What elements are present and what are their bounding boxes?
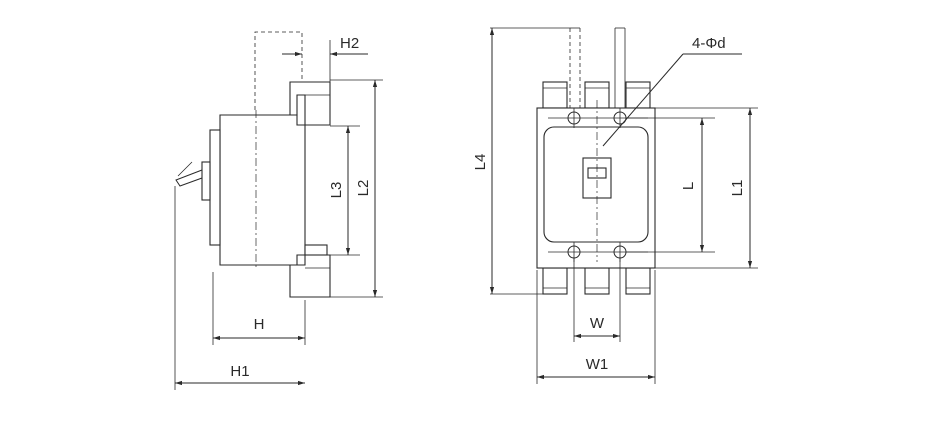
front-top-terminal-1	[542, 81, 568, 109]
side-handle-hidden-outline	[254, 31, 303, 110]
hole-leader-line	[602, 53, 684, 147]
front-bottom-terminal-3	[625, 267, 651, 295]
front-view: 4-Φd L4 L L1 W W1	[472, 27, 758, 384]
side-handle-base	[201, 161, 211, 201]
label-h: H	[254, 316, 265, 333]
label-l3: L3	[328, 182, 345, 199]
label-h2: H2	[340, 35, 359, 52]
side-view: H2 L3 L2 H H1	[174, 31, 383, 390]
label-w1: W1	[586, 356, 609, 373]
label-l1: L1	[729, 180, 746, 197]
front-bottom-terminal-1	[542, 267, 568, 295]
label-w: W	[590, 315, 605, 332]
front-dashed-left	[569, 28, 581, 110]
label-l2: L2	[355, 180, 372, 197]
side-lever	[175, 169, 203, 187]
label-l4: L4	[472, 154, 489, 171]
label-h1: H1	[230, 363, 249, 380]
front-bottom-terminal-2	[584, 267, 610, 295]
side-bottom-lug	[304, 244, 328, 256]
side-body	[219, 114, 306, 266]
front-handle-bars	[614, 28, 626, 110]
label-l: L	[680, 182, 697, 190]
label-hole-spec: 4-Φd	[692, 35, 726, 52]
front-top-terminal-3	[625, 81, 651, 109]
side-front-plate	[209, 129, 221, 246]
